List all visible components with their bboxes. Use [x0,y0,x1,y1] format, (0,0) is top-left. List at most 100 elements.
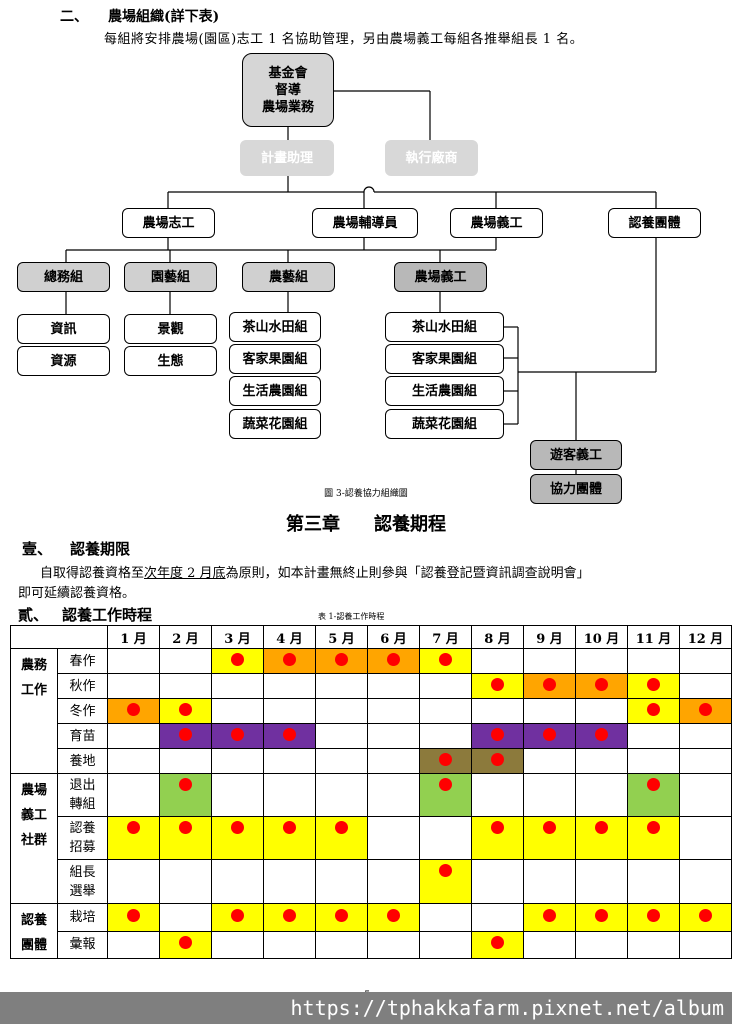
table-caption: 表 1-認養工作時程 [318,612,385,621]
schedule-cell [315,673,368,699]
part2-heading: 貳、認養工作時程 [18,604,152,625]
activity-dot-icon [179,936,192,950]
schedule-cell [523,748,576,774]
schedule-cell [419,748,472,774]
farm-group-node: 客家果園組 [385,344,504,374]
schedule-cell [367,673,420,699]
farm-worker-group-node: 農場義工 [394,262,487,292]
group-name-line: 團體 [20,938,47,953]
month-header: 9 月 [523,625,576,649]
schedule-cell [159,673,212,699]
schedule-cell [471,859,524,904]
activity-dot-icon [595,727,608,741]
group-name-line: 社群 [20,833,47,848]
table-row: 農務工作春作 [10,648,732,774]
schedule-cell [575,748,628,774]
table-row: 認養團體栽培 [10,903,732,959]
farm-volunteer-node: 農場志工 [122,208,215,238]
schedule-cell [211,748,264,774]
table-row: 秋作 [11,673,732,699]
schedule-cell [315,648,368,674]
month-header: 2 月 [159,625,212,649]
task-name-line: 退出 [69,778,96,793]
schedule-cell [523,673,576,699]
schedule-cell [263,930,316,959]
schedule-cell [263,698,316,724]
chapter-number: 第三章 [286,514,340,535]
activity-dot-icon [230,821,244,834]
task-name-cell: 認養招募 [57,816,108,860]
schedule-cell [523,930,576,959]
ecology-node: 生態 [124,346,217,376]
node-line: 農場業務 [261,99,314,115]
schedule-cell [471,673,524,699]
table-row: 育苗 [11,723,732,749]
schedule-cell [367,903,420,932]
schedule-cell [523,773,576,817]
schedule-cell [159,748,212,774]
resource-node: 資源 [17,346,110,376]
schedule-cell [419,723,472,749]
activity-dot-icon [542,821,556,834]
schedule-cell [523,859,576,904]
activity-dot-icon [179,727,192,741]
schedule-cell [211,698,264,724]
part2-number: 貳、 [18,606,49,624]
table-row: 組長選舉 [11,859,732,904]
schedule-cell [315,723,368,749]
info-node: 資訊 [17,314,110,344]
schedule-cell [367,816,420,860]
watermark-bar [0,992,732,1024]
schedule-cell [627,903,680,932]
part1-title: 認養期限 [70,540,131,558]
schedule-cell [471,723,524,749]
schedule-cell [575,773,628,817]
foundation-supervisor-node: 基金會 督導 農場業務 [242,53,334,127]
month-header: 8 月 [471,625,524,649]
schedule-cell [367,859,420,904]
schedule-cell [159,723,212,749]
activity-dot-icon [646,821,660,834]
schedule-cell [367,748,420,774]
schedule-cell [107,748,160,774]
schedule-cell [679,698,732,724]
section-heading: 二、農場組織(詳下表) [60,6,219,26]
schedule-cell [419,859,472,904]
schedule-cell [315,930,368,959]
node-line: 基金會 [268,65,308,81]
activity-dot-icon [438,778,452,791]
schedule-cell [211,816,264,860]
schedule-cell [471,648,524,674]
table-row: 認養招募 [11,816,732,860]
schedule-cell [679,859,732,904]
schedule-cell [367,773,420,817]
schedule-cell [627,648,680,674]
paragraph-line: 即可延續認養資格。 [18,586,136,601]
group-name-line: 農務 [20,658,47,673]
activity-dot-icon [594,821,608,834]
part2-title: 認養工作時程 [62,606,153,624]
schedule-cell [367,723,420,749]
activity-dot-icon [490,821,504,834]
watermark-url: https://tphakkafarm.pixnet.net/album [290,996,724,1020]
activity-dot-icon [647,677,660,691]
schedule-cell [315,903,368,932]
table-row: 冬作 [11,698,732,724]
group-name-line: 工作 [20,683,47,698]
partner-group-node: 協力團體 [530,474,622,504]
schedule-cell [263,673,316,699]
task-name-line: 選舉 [69,883,96,899]
schedule-cell [523,903,576,932]
header-blank-cell [10,625,108,649]
month-header: 10 月 [575,625,628,649]
group-name-cell: 農場義工社群 [10,773,58,904]
schedule-cell [107,648,160,674]
schedule-cell [107,859,160,904]
farm-group-node: 茶山水田組 [385,312,504,342]
task-name-line: 招募 [69,840,96,855]
adoption-group-node: 認養團體 [608,208,701,238]
schedule-cell [263,859,316,904]
schedule-cell [211,903,264,932]
schedule-cell [107,723,160,749]
schedule-cell [159,648,212,674]
